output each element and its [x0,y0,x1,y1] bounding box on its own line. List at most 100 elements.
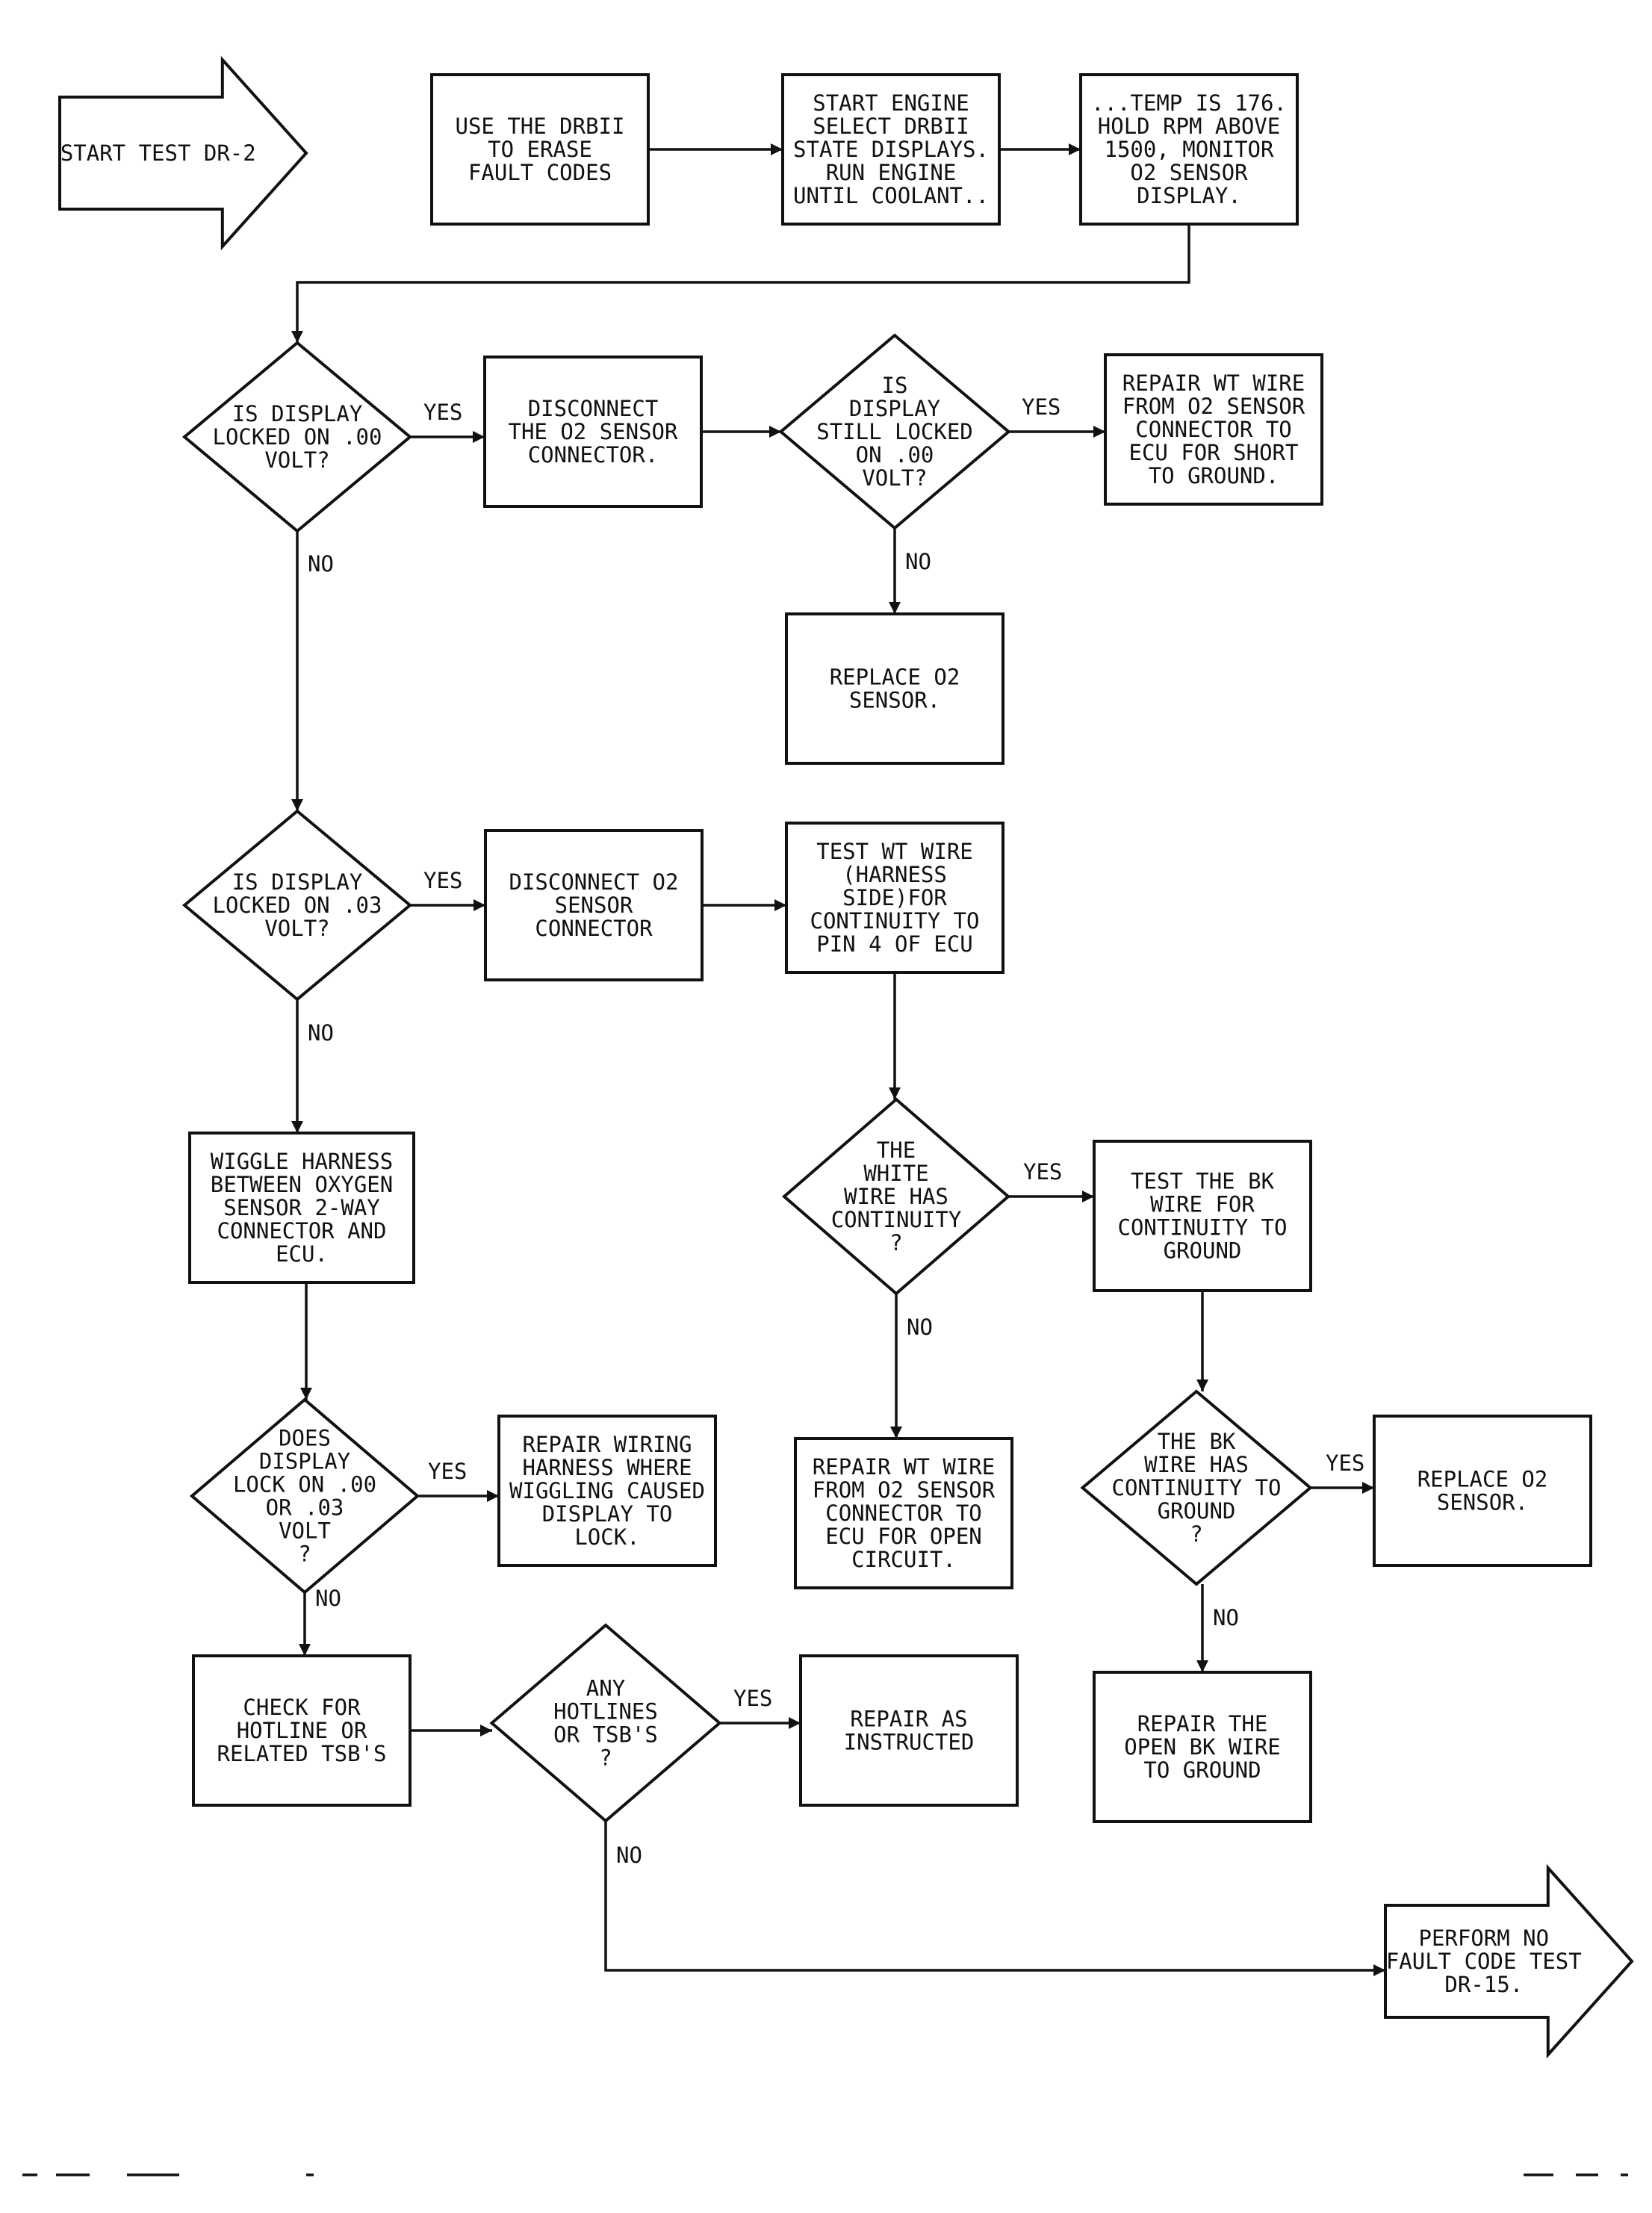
node-text-line: PIN 4 OF ECU [816,931,973,957]
node-text-line: CONNECTOR AND [217,1218,387,1244]
edge-label-yes: YES [423,400,462,425]
node-text-line: ECU FOR SHORT [1129,440,1299,465]
arrowhead [291,1121,303,1133]
node-text-line: OR TSB'S [553,1722,658,1748]
edge-q-hotlines-to-repair-as-instructed [720,1717,801,1729]
node-text-line: REPAIR WT WIRE [1122,370,1305,396]
node-text-line: SENSOR 2-WAY [223,1195,380,1220]
arrowhead [473,899,485,911]
node-text-line: THE BK [1158,1429,1236,1454]
edge-q-lock-wiggle-to-check-hotline [299,1592,311,1656]
node-text-line: VOLT? [862,465,927,491]
node-text-line: ...TEMP IS 176. [1091,90,1287,116]
node-text-line: WIGGLING CAUSED [509,1478,705,1503]
edge-label-no: NO [905,549,931,574]
edge-test-wt-wire-to-q-white-cont [889,972,901,1099]
node-text-line: WHITE [863,1161,928,1186]
node-text-line: CONTINUITY TO [810,908,980,934]
node-text-line: ANY [586,1676,625,1701]
node-text-line: OPEN BK WIRE [1124,1734,1281,1760]
node-text-line: START TEST DR-2 [60,140,256,166]
process-box [192,1654,412,1807]
node-text-line: WIGGLE HARNESS [211,1149,393,1174]
node-text-line: VOLT [279,1518,331,1544]
node-text-line: FAULT CODES [468,160,612,185]
arrowhead [291,331,303,343]
node-text-line: SENSOR. [1437,1490,1528,1515]
arrowhead [769,426,781,438]
node-text-line: HOTLINES [553,1699,658,1725]
node-text-line: IS [882,373,908,398]
arrowhead [889,602,901,614]
node-text-line: BETWEEN OXYGEN [211,1172,393,1197]
node-text-line: THE [877,1137,916,1163]
edge-wiggle-to-q-lock-wiggle [300,1282,312,1400]
node-text-line: VOLT? [264,447,329,473]
node-text-line: SELECT DRBII [813,114,969,139]
decision-diamond [1080,1389,1313,1586]
arrowhead [1082,1191,1094,1202]
node-text-line: GROUND [1164,1238,1242,1264]
node-text-line: STATE DISPLAYS. [793,137,989,162]
connector-line [296,224,1190,343]
edge-q-bk-cont-to-replace-o2-b [1311,1482,1374,1494]
node-text-line: HOTLINE OR [237,1718,367,1743]
process-box [1093,1671,1312,1823]
edge-test-bk-wire-to-q-bk-cont [1196,1291,1208,1391]
arrowhead [771,143,783,155]
process-box [1079,73,1299,226]
node-text-line: WIRE HAS [844,1184,948,1209]
edge-label-yes: YES [733,1686,772,1711]
process-box [1373,1415,1592,1567]
edge-label-no: NO [616,1843,642,1868]
arrowhead [1362,1482,1374,1494]
edge-erase-codes-to-start-engine [648,143,783,155]
edge-label-yes: YES [1326,1450,1364,1476]
process-box [781,73,1001,226]
process-box [794,1437,1013,1589]
process-box [483,356,703,508]
node-text-line: REPLACE O2 [830,665,960,690]
process-box [1104,353,1323,506]
process-box [785,612,1004,765]
edge-q-white-cont-to-test-bk-wire [1008,1191,1094,1202]
node-text-line: DISPLAY [849,396,940,421]
edge-label-no: NO [907,1315,933,1340]
node-text-line: VOLT? [264,916,329,941]
edge-label-no: NO [308,551,334,577]
edge-label-no: NO [315,1586,341,1611]
edge-q-still-locked-to-replace-o2-a [889,528,901,614]
edge-q-still-locked-to-repair-wt-short [1009,426,1105,438]
node-text-line: TEST THE BK [1131,1169,1275,1194]
node-text-line: DOES [279,1426,331,1451]
decision-diamond [778,333,1011,530]
node-text-line: LOCKED ON .03 [213,893,382,918]
node-text-line: CIRCUIT. [851,1547,956,1572]
node-text-line: HARNESS WHERE [523,1455,692,1480]
node-text-line: UNTIL COOLANT.. [793,183,989,208]
edge-label-no: NO [1213,1605,1239,1630]
edge-q-hotlines-to-perform-no-fault [604,1821,1385,1976]
node-text-line: CONNECTOR [535,916,653,941]
node-text-line: DISCONNECT [528,396,659,421]
node-text-line: ? [1190,1521,1202,1547]
node-text-line: STILL LOCKED [816,419,973,444]
node-text-line: TO ERASE [488,137,592,162]
edge-q-locked-03-to-wiggle [291,999,303,1133]
node-text-line: REPAIR WIRING [523,1432,692,1457]
arrowhead [299,1644,311,1656]
arrowhead [1196,1660,1208,1672]
